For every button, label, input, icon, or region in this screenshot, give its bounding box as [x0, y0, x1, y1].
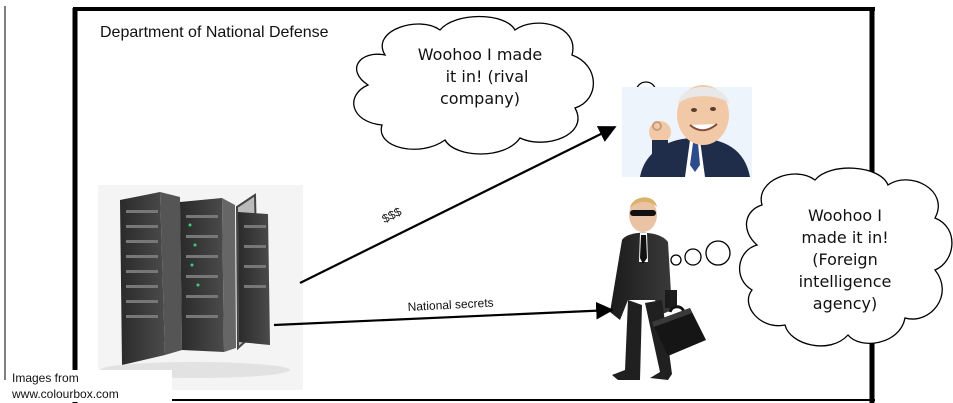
cloud-line: company): [440, 89, 520, 108]
image-credit: Images from www.colourbox.com: [12, 370, 172, 402]
cloud-text-rival: Woohoo I made it in! (rival company): [395, 44, 565, 110]
spy-photo: [610, 197, 706, 380]
cloud-line: Woohoo I: [808, 206, 882, 225]
thought-cloud-foreign: [738, 167, 953, 347]
arrow-money: [299, 126, 617, 284]
cloud-line: intelligence: [798, 272, 892, 291]
cloud-line: it in! (rival: [445, 67, 529, 86]
thought-bubbles-foreign: [670, 240, 731, 266]
cloud-text-foreign: Woohoo I made it in! (Foreign intelligen…: [770, 205, 920, 315]
credit-line: www.colourbox.com: [12, 387, 119, 401]
briefcase-icon: [652, 305, 706, 356]
businessman-photo: [622, 85, 752, 177]
cloud-line: agency): [812, 294, 878, 313]
cloud-line: Woohoo I made: [417, 45, 543, 64]
defense-frame: [4, 6, 875, 403]
cloud-line: made it in!: [801, 228, 889, 247]
server-rack-icon: [98, 185, 303, 390]
thought-cloud-rival: [353, 15, 595, 155]
arrow-secrets: [273, 301, 614, 327]
credit-line: Images from: [12, 371, 79, 385]
cloud-line: (Foreign: [812, 250, 878, 269]
frame-title: Department of National Defense: [100, 24, 329, 41]
